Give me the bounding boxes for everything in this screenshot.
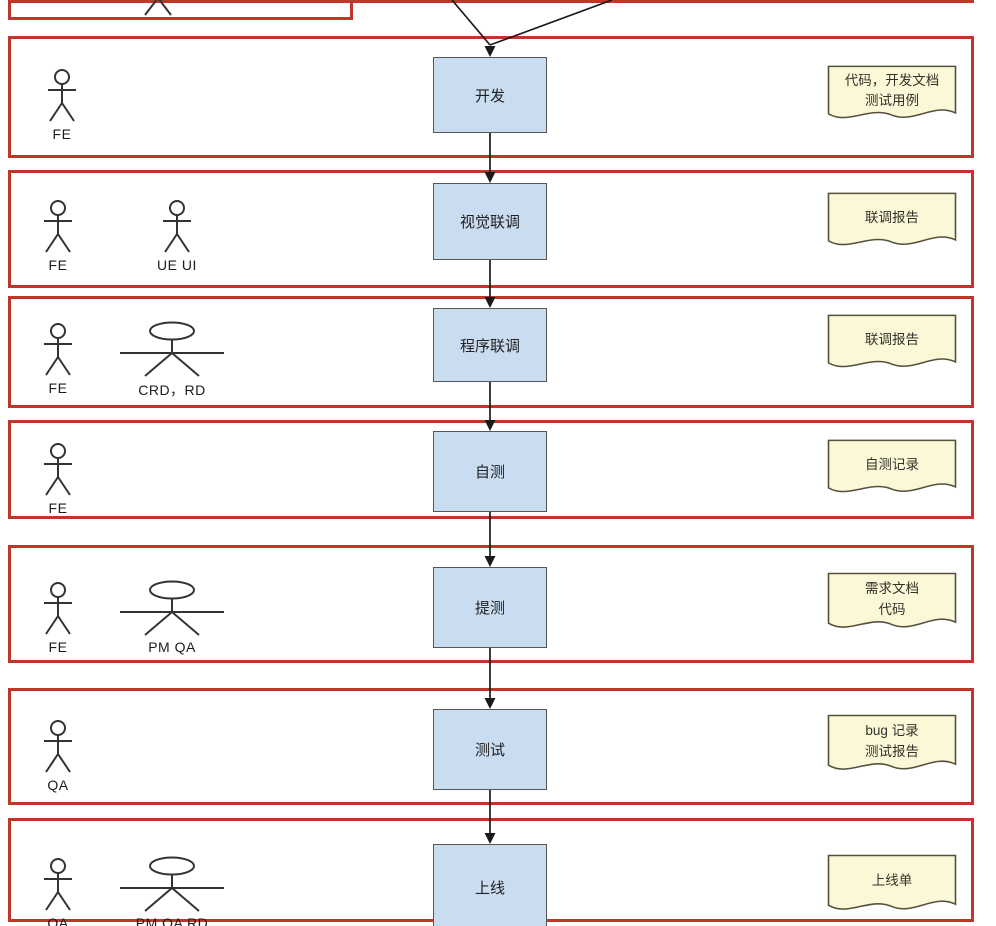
process-label: 测试 (474, 742, 505, 759)
document-outline-icon (827, 439, 957, 493)
document-shape: 需求文档 代码 (827, 572, 957, 637)
swimlane-row: FE PM QA 提测 需求文档 代码 (8, 545, 974, 663)
document-label: 联调报告 (865, 209, 919, 225)
actor-label: FE (48, 380, 68, 396)
swimlane-row: FE 开发 代码，开发文档 测试用例 (8, 36, 974, 158)
person-actor-icon (44, 200, 72, 253)
clipped-lane-fragment (8, 0, 353, 20)
group-actor-icon (120, 580, 224, 636)
person-actor-icon (44, 858, 72, 911)
actor-label: FE (48, 500, 68, 516)
document-shape: 上线单 (827, 854, 957, 919)
actor-fe: FE (40, 580, 76, 655)
process-box: 程序联调 (433, 308, 547, 382)
process-label: 上线 (474, 879, 505, 897)
process-label: 开发 (474, 87, 505, 105)
process-label: 提测 (474, 600, 505, 617)
actor-area: FE UE UI (11, 173, 971, 285)
swimlane-row: QA PM QA RD 上线 上线单 (8, 818, 974, 926)
process-box: 视觉联调 (433, 183, 547, 260)
document-label: bug 记录 测试报告 (865, 723, 919, 759)
document-label: 自测记录 (865, 456, 919, 472)
document-outline-icon (827, 854, 957, 910)
actor-pm-qa-rd: PM QA RD (117, 856, 227, 926)
document-outline-icon (827, 572, 957, 628)
actor-fe: FE (44, 67, 80, 142)
clipped-actor-legs-icon (144, 0, 172, 16)
actor-label: QA (47, 777, 69, 793)
document-outline-icon (827, 192, 957, 246)
person-actor-icon (162, 200, 191, 253)
document-outline-icon (827, 65, 957, 119)
process-box: 开发 (433, 57, 547, 133)
actor-fe: FE (40, 321, 76, 396)
actor-area: QA PM QA RD (11, 821, 971, 926)
actor-label: QA (47, 915, 69, 926)
actor-area: FE (11, 39, 971, 155)
document-shape: 联调报告 (827, 314, 957, 376)
group-actor-icon (120, 321, 224, 377)
document-label: 上线单 (871, 873, 913, 889)
actor-label: PM QA RD (135, 915, 209, 926)
actor-qa: QA (40, 856, 76, 926)
process-box: 提测 (433, 567, 547, 648)
person-actor-icon (44, 582, 72, 635)
document-shape: 代码，开发文档 测试用例 (827, 65, 957, 127)
swimlane-row: QA 测试 bug 记录 测试报告 (8, 688, 974, 805)
actor-area: FE (11, 423, 971, 516)
process-box: 测试 (433, 709, 547, 790)
actor-qa: QA (40, 718, 76, 793)
document-label: 代码，开发文档 测试用例 (844, 72, 940, 108)
actor-label: FE (48, 639, 68, 655)
swimlane-row: FE 自测 自测记录 (8, 420, 974, 519)
actor-area: QA (11, 691, 971, 802)
group-actor-icon (120, 856, 224, 912)
process-box: 上线 (433, 844, 547, 926)
actor-ue-ui: UE UI (157, 198, 197, 273)
document-shape: 联调报告 (827, 192, 957, 254)
person-actor-icon (44, 443, 72, 496)
actor-crd-rd: CRD，RD (117, 321, 227, 400)
swimlane-row: FE UE UI 视觉联调 联调报告 (8, 170, 974, 288)
actor-pm-qa: PM QA (117, 580, 227, 655)
document-shape: 自测记录 (827, 439, 957, 501)
actor-area: FE PM QA (11, 548, 971, 660)
actor-area: FE CRD，RD (11, 299, 971, 405)
actor-label: FE (52, 126, 72, 142)
actor-fe: FE (40, 198, 76, 273)
process-label: 程序联调 (459, 337, 520, 355)
actor-label: UE UI (157, 257, 197, 273)
person-actor-icon (48, 69, 76, 122)
document-shape: bug 记录 测试报告 (827, 714, 957, 779)
document-outline-icon (827, 714, 957, 770)
actor-fe: FE (40, 441, 76, 516)
person-actor-icon (44, 720, 72, 773)
document-label: 联调报告 (865, 331, 919, 347)
actor-label: PM QA (148, 639, 196, 655)
actor-label: CRD，RD (138, 382, 206, 398)
document-label: 需求文档 代码 (865, 581, 919, 617)
swimlane-row: FE CRD，RD 程序联调 联调报告 (8, 296, 974, 408)
process-label: 视觉联调 (459, 214, 520, 231)
person-actor-icon (44, 323, 72, 376)
document-outline-icon (827, 314, 957, 368)
actor-label: FE (48, 257, 68, 273)
process-box: 自测 (433, 431, 547, 512)
process-label: 自测 (474, 464, 505, 481)
